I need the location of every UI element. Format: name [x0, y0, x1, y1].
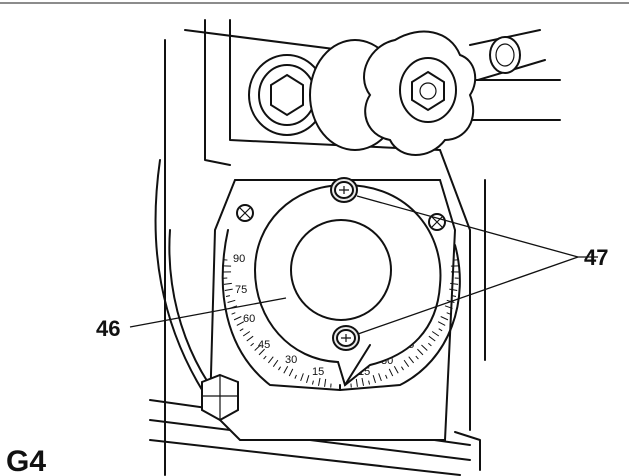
- scale-tick-right: [428, 335, 436, 342]
- scale-tick-right: [437, 321, 446, 326]
- leader-46: [129, 297, 287, 328]
- scale-tick-left: [263, 355, 267, 360]
- scale-tick-right: [431, 331, 440, 337]
- scale-tick-left: [227, 299, 236, 304]
- scale-tick-right: [408, 356, 415, 364]
- scale-tick-right: [449, 288, 458, 291]
- scale-tick-left: [288, 368, 294, 377]
- scale-left-90: 90: [233, 253, 245, 265]
- leader-47-upper: [356, 195, 579, 258]
- scale-numbers-left: 90 75 60 45 30 15: [233, 253, 324, 378]
- scale-tick-right: [446, 312, 451, 315]
- callout-46: 46: [96, 316, 120, 341]
- bottom-hex-bolt: [201, 373, 239, 422]
- scale-tick-left: [223, 282, 232, 285]
- scale-tick-left: [236, 321, 245, 326]
- rotating-disc: [253, 183, 442, 387]
- scale-tick-left: [242, 331, 251, 337]
- scale-tick-right: [451, 295, 457, 298]
- scale-left-15: 15: [312, 366, 324, 378]
- scale-tick-left: [224, 288, 233, 291]
- scale-left-60: 60: [243, 313, 255, 325]
- scale-tick-right: [417, 348, 424, 356]
- scale-tick-left: [278, 366, 282, 371]
- scale-tick-left: [233, 316, 242, 321]
- scale-left-75: 75: [235, 284, 247, 296]
- scale-tick-left: [311, 380, 314, 385]
- scale-tick-right: [393, 365, 399, 374]
- figure-label: G4: [6, 445, 46, 476]
- leader-47-lower: [357, 256, 579, 335]
- protractor-scale: [221, 229, 461, 391]
- scale-tick-right: [438, 328, 443, 332]
- scale-tick-right: [403, 359, 410, 367]
- scale-tick-left: [306, 375, 310, 383]
- scale-tick-left: [324, 378, 327, 387]
- scale-tick-left: [283, 365, 289, 374]
- left-bolt: [248, 54, 326, 136]
- scale-tick-right: [440, 316, 449, 321]
- scale-tick-right: [421, 344, 428, 351]
- scale-tick-left: [254, 344, 261, 351]
- screw-upper: [330, 177, 358, 203]
- scale-tick-right: [400, 366, 404, 371]
- screw-lower: [332, 325, 360, 351]
- scale-tick-left: [250, 342, 254, 347]
- scale-tick-left: [246, 335, 254, 342]
- scale-tick-right: [368, 380, 371, 385]
- scale-tick-right: [428, 342, 432, 347]
- scale-tick-right: [361, 377, 365, 386]
- scale-tick-left: [272, 359, 279, 367]
- leader-lines: [129, 195, 598, 335]
- scale-tick-left: [231, 312, 236, 315]
- star-knob: [309, 30, 477, 156]
- scale-tick-right: [355, 378, 358, 387]
- scale-ticks: [223, 259, 459, 388]
- scale-tick-right: [450, 282, 459, 285]
- scale-left-30: 30: [285, 354, 297, 366]
- scale-tick-right: [378, 373, 382, 382]
- scale-tick-left: [267, 356, 274, 364]
- top-right-pin: [469, 29, 546, 81]
- scale-tick-right: [444, 305, 453, 309]
- scale-tick-right: [388, 368, 394, 377]
- scale-left-45: 45: [258, 339, 270, 351]
- scale-tick-right: [372, 375, 376, 383]
- scale-tick-right: [385, 374, 388, 379]
- scale-tick-left: [239, 328, 244, 332]
- scale-tick-left: [300, 373, 304, 382]
- scale-tick-left: [294, 374, 297, 379]
- scale-tick-left: [258, 348, 265, 356]
- scale-tick-left: [317, 377, 321, 386]
- scale-tick-right: [415, 355, 419, 360]
- scale-tick-left: [225, 295, 231, 298]
- callout-47: 47: [584, 245, 608, 270]
